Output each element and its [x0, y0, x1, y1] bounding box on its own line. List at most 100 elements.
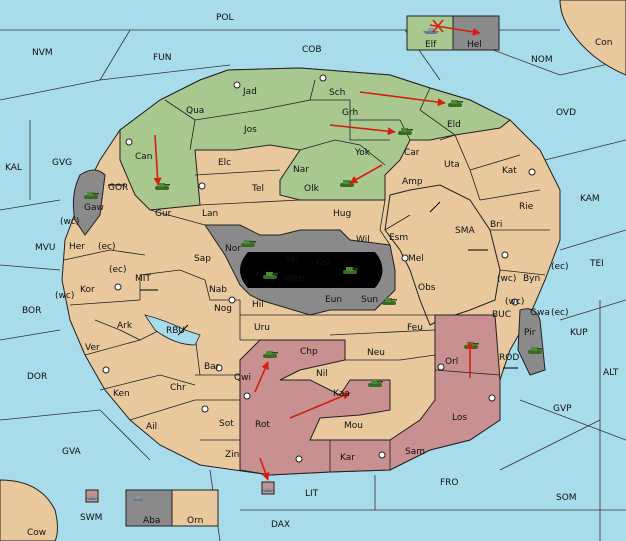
prov-sam: Sam [405, 447, 425, 457]
prov-kar: Kar [340, 453, 355, 463]
prov-neu: Neu [367, 348, 385, 358]
prov-nog: Nog [214, 304, 232, 314]
sea-tei: TEI [589, 259, 604, 269]
prov-sch: Sch [329, 88, 345, 98]
sea-kal: KAL [5, 163, 22, 173]
passage-arrows [108, 184, 518, 369]
coast-byn-wc: (wc) [497, 274, 516, 284]
prov-skr: Skr [285, 255, 300, 265]
prov-nil: Nil [316, 369, 328, 379]
prov-rot: Rot [255, 420, 270, 430]
prov-obs: Obs [418, 283, 436, 293]
sea-rbu: RBU [166, 326, 185, 336]
prov-nor: Nor [225, 244, 241, 254]
central-lake [240, 252, 383, 288]
prov-elf: Elf [425, 40, 437, 50]
sea-lit: LIT [305, 489, 319, 499]
sea-fro: FRO [440, 478, 459, 488]
sea-rod: ROD [499, 353, 519, 363]
prov-chp: Chp [300, 347, 318, 357]
prov-ail: Ail [146, 422, 157, 432]
prov-sap: Sap [194, 254, 211, 264]
coast-kor-wc: (wc) [55, 291, 74, 301]
prov-orl: Orl [445, 357, 458, 367]
prov-kor: Kor [80, 285, 95, 295]
prov-los: Los [452, 413, 467, 423]
inlet-rbu[interactable] [144, 314, 201, 346]
pir-grey[interactable] [517, 308, 546, 376]
order-arrows [153, 19, 481, 481]
prov-eun: Eun [325, 295, 342, 305]
sea-som: SOM [556, 493, 577, 503]
prov-feu: Feu [407, 323, 423, 333]
prov-grh: Grh [342, 108, 358, 118]
prov-gaw: Gaw [84, 203, 104, 213]
prov-web: Web [285, 274, 305, 284]
sea-cob: COB [302, 45, 322, 55]
prov-chr: Chr [170, 383, 186, 393]
coast-her-wc: (wc) [60, 217, 79, 227]
sea-mit: MIT [135, 274, 151, 284]
coast-gwa-wc: (wc) [505, 297, 524, 307]
prov-amp: Amp [402, 177, 423, 187]
sea-pol: POL [216, 13, 234, 23]
prov-mel: Mel [408, 254, 424, 264]
sea-gor: GOR [108, 183, 128, 193]
prov-yok: Yok [354, 148, 371, 158]
orn-island[interactable] [171, 489, 219, 527]
sea-cow: Cow [27, 528, 46, 538]
con-island[interactable] [559, 0, 626, 76]
sea-gvg: GVG [52, 158, 72, 168]
prov-nab: Nab [209, 285, 227, 295]
sea-nom: NOM [531, 55, 553, 65]
prov-hil: Hil [252, 300, 264, 310]
prov-jad: Jad [242, 87, 257, 97]
sea-swm: SWM [80, 513, 102, 523]
sea-gvp: GVP [553, 404, 572, 414]
prov-jos: Jos [243, 125, 257, 135]
prov-qwi: Qwi [234, 373, 251, 383]
gaw-grey[interactable] [72, 169, 106, 236]
prov-gur: Gur [155, 209, 172, 219]
prov-her: Her [69, 242, 85, 252]
prov-car: Car [404, 148, 420, 158]
coast-kor-ec: (ec) [109, 265, 127, 275]
coast-labels: (wc) (ec) (ec) (wc) (wc) (ec) (wc) (ec) [55, 217, 569, 318]
prov-mou: Mou [344, 421, 363, 431]
prov-can: Can [135, 152, 153, 162]
sea-alt: ALT [603, 368, 619, 378]
aba-island[interactable] [125, 489, 173, 527]
prov-lan: Lan [202, 209, 218, 219]
prov-bar: Bar [204, 362, 220, 372]
supply-centres [102, 74, 536, 463]
prov-uta: Uta [444, 160, 460, 170]
sea-labels: POL COB FUN NVM NOM Con OVD KAL GVG KAM … [5, 13, 619, 538]
sea-bor: BOR [22, 306, 41, 316]
prov-gwa: Gwa [530, 308, 550, 318]
prov-tel: Tel [251, 184, 264, 194]
prov-olk: Olk [304, 184, 320, 194]
prov-kat: Kat [502, 166, 517, 176]
prov-orn: Orn [187, 516, 203, 526]
sea-buc: BUC [492, 310, 511, 320]
sea-nvm: NVM [32, 48, 53, 58]
sea-fun: FUN [153, 53, 172, 63]
prov-aba: Aba [143, 516, 160, 526]
prov-ark: Ark [117, 321, 133, 331]
prov-kaa: Kaa [333, 389, 350, 399]
coast-byn-ec: (ec) [551, 262, 569, 272]
province-labels: Jad Sch Qua Jos Grh Eld Can Elc Yok Car … [69, 40, 550, 526]
sea-gva: GVA [62, 447, 82, 457]
prov-esm: Esm [389, 233, 408, 243]
sea-kup: KUP [570, 328, 588, 338]
prov-bri: Bri [490, 220, 502, 230]
prov-hug: Hug [333, 209, 351, 219]
sea-sma: SMA [455, 226, 475, 236]
prov-sun: Sun [361, 295, 378, 305]
sea-con: Con [595, 38, 613, 48]
prov-nar: Nar [293, 165, 309, 175]
sea-dax: DAX [271, 520, 290, 530]
prov-sot: Sot [219, 419, 234, 429]
cow-island[interactable] [0, 479, 58, 541]
